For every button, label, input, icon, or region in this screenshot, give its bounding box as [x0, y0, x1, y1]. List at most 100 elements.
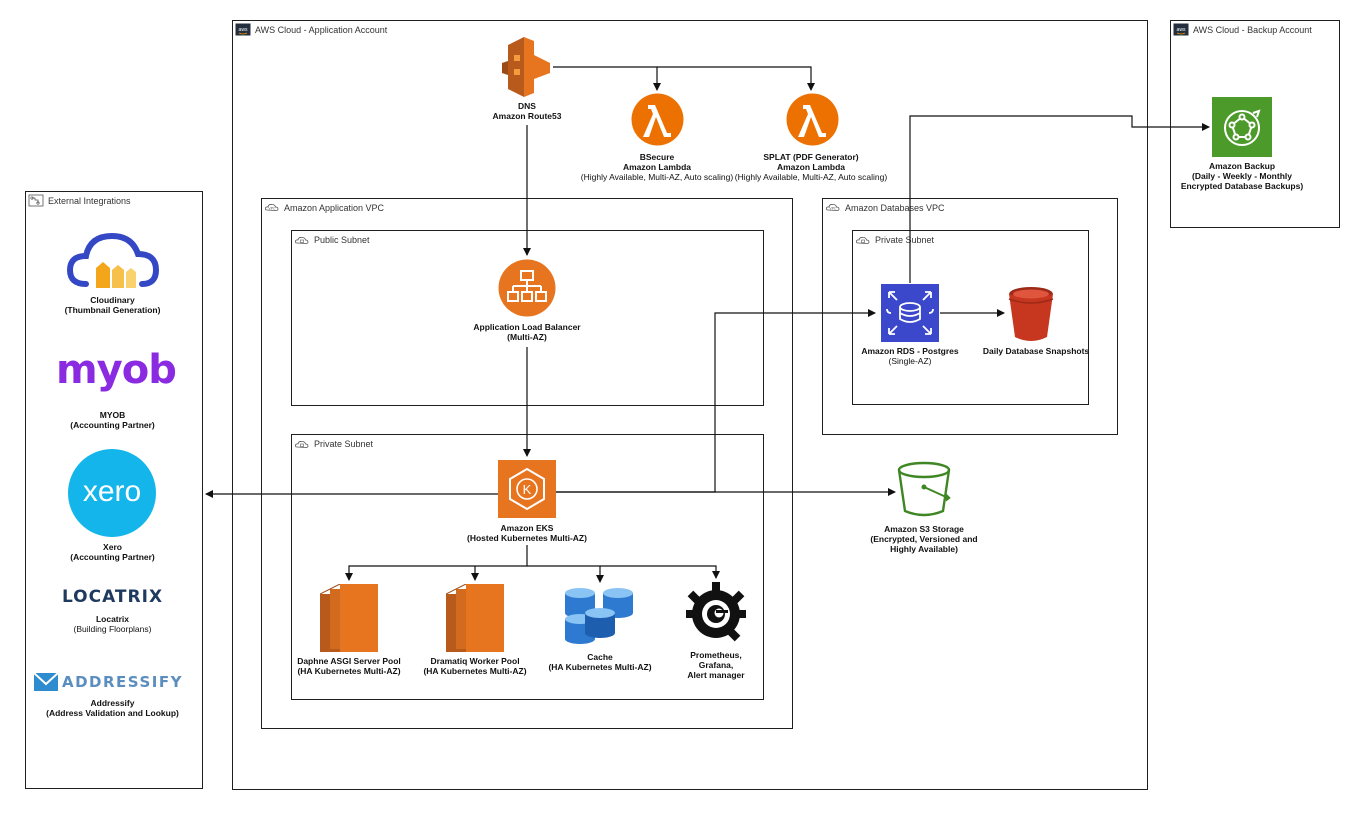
cloudinary-logo — [66, 232, 160, 288]
private-subnet-db-container: Private Subnet — [852, 230, 1089, 405]
eks-caption: Amazon EKS (Hosted Kubernetes Multi-AZ) — [447, 523, 607, 543]
daphne-title: Daphne ASGI Server Pool — [297, 656, 401, 666]
addressify-icon — [33, 672, 59, 691]
bsecure-caption: BSecure Amazon Lambda (Highly Available,… — [577, 152, 737, 182]
splat-detail: (Highly Available, Multi-AZ, Auto scalin… — [734, 172, 888, 182]
external-integrations-label: External Integrations — [48, 196, 131, 206]
splat-caption: SPLAT (PDF Generator) Amazon Lambda (Hig… — [731, 152, 891, 182]
addressify-title: Addressify — [90, 698, 135, 708]
snapshots-title: Daily Database Snapshots — [982, 346, 1090, 356]
subnet-lock-icon — [295, 441, 309, 448]
elb-icon — [498, 259, 556, 317]
subnet-lock-icon — [856, 237, 870, 244]
bsecure-detail: (Highly Available, Multi-AZ, Auto scalin… — [580, 172, 734, 182]
myob-title: MYOB — [99, 410, 126, 420]
ec2-icon — [446, 584, 504, 652]
aws-badge-icon: aws — [1173, 23, 1189, 36]
integration-group-icon — [28, 194, 44, 207]
cache-icon — [565, 588, 633, 644]
monitoring-line2: Grafana, — [698, 660, 734, 670]
edge-eks-rds — [556, 309, 876, 493]
bsecure-title: BSecure — [639, 152, 675, 162]
rds-title: Amazon RDS - Postgres — [861, 346, 959, 356]
subnet-lock-icon — [295, 237, 309, 244]
daphne-caption: Daphne ASGI Server Pool (HA Kubernetes M… — [279, 656, 419, 676]
monitoring-caption: Prometheus, Grafana, Alert manager — [656, 650, 776, 680]
snapshots-caption: Daily Database Snapshots — [981, 346, 1091, 356]
eks-icon: K — [498, 460, 556, 518]
locatrix-logo: LOCATRIX — [61, 587, 164, 607]
backup-title: Amazon Backup — [1208, 161, 1276, 171]
cloudinary-title: Cloudinary — [90, 295, 135, 305]
monitoring-line1: Prometheus, — [690, 650, 742, 660]
dramatiq-detail: (HA Kubernetes Multi-AZ) — [423, 666, 527, 676]
dramatiq-title: Dramatiq Worker Pool — [430, 656, 520, 666]
snapshot-bucket-icon — [1008, 287, 1054, 341]
backup-account-container: aws AWS Cloud - Backup Account — [1170, 20, 1340, 228]
cloudinary-detail: (Thumbnail Generation) — [64, 305, 161, 315]
edge-eks-cache — [527, 565, 604, 583]
database-vpc-container: VPC Amazon Databases VPC — [822, 198, 1118, 435]
daphne-detail: (HA Kubernetes Multi-AZ) — [297, 666, 401, 676]
xero-caption: Xero (Accounting Partner) — [44, 542, 181, 562]
vpc-icon: VPC — [265, 204, 279, 211]
cache-title: Cache — [587, 652, 613, 662]
svg-text:K: K — [523, 482, 532, 497]
cache-detail: (HA Kubernetes Multi-AZ) — [548, 662, 652, 672]
s3-title: Amazon S3 Storage — [884, 524, 964, 534]
bsecure-service: Amazon Lambda — [622, 162, 691, 172]
eks-detail: (Hosted Kubernetes Multi-AZ) — [467, 533, 587, 543]
dns-title: DNS — [518, 101, 536, 111]
application-vpc-label: Amazon Application VPC — [284, 203, 385, 213]
lambda-icon — [786, 93, 839, 146]
cache-caption: Cache (HA Kubernetes Multi-AZ) — [530, 652, 670, 672]
lambda-icon — [631, 93, 684, 146]
myob-detail: (Accounting Partner) — [70, 420, 155, 430]
vpc-icon: VPC — [826, 204, 840, 211]
xero-detail: (Accounting Partner) — [70, 552, 155, 562]
locatrix-detail: (Building Floorplans) — [73, 624, 152, 634]
dramatiq-caption: Dramatiq Worker Pool (HA Kubernetes Mult… — [405, 656, 545, 676]
app-account-container: aws AWS Cloud - Application Account — [232, 20, 1148, 790]
edge-dns-splat — [657, 66, 815, 91]
locatrix-title: Locatrix — [95, 614, 130, 624]
alb-caption: Application Load Balancer (Multi-AZ) — [457, 322, 597, 342]
private-subnet-db-label: Private Subnet — [875, 235, 935, 245]
backup-account-label: AWS Cloud - Backup Account — [1193, 25, 1312, 35]
svg-text:VPC: VPC — [268, 207, 276, 211]
eks-title: Amazon EKS — [500, 523, 554, 533]
rds-caption: Amazon RDS - Postgres (Single-AZ) — [840, 346, 980, 366]
edge-eks-monitoring — [600, 565, 720, 579]
aws-badge-text: aws — [239, 27, 248, 33]
splat-title: SPLAT (PDF Generator) — [763, 152, 859, 162]
backup-icon — [1212, 97, 1272, 157]
s3-bucket-icon — [897, 461, 951, 517]
addressify-caption: Addressify (Address Validation and Looku… — [44, 698, 181, 718]
s3-detail-2: Highly Available) — [890, 544, 958, 554]
rds-detail: (Single-AZ) — [888, 356, 932, 366]
svg-text:VPC: VPC — [829, 207, 837, 211]
backup-detail-2: Encrypted Database Backups) — [1180, 181, 1304, 191]
addressify-detail: (Address Validation and Lookup) — [46, 708, 179, 718]
backup-detail-1: (Daily - Weekly - Monthly — [1192, 171, 1292, 181]
edge-rds-backup — [909, 115, 1210, 283]
database-vpc-label: Amazon Databases VPC — [845, 203, 945, 213]
s3-caption: Amazon S3 Storage (Encrypted, Versioned … — [854, 524, 994, 554]
grafana-icon — [686, 582, 746, 642]
splat-service: Amazon Lambda — [776, 162, 845, 172]
alb-title: Application Load Balancer — [473, 322, 581, 332]
route53-icon — [502, 37, 550, 97]
locatrix-caption: Locatrix (Building Floorplans) — [44, 614, 181, 634]
backup-caption: Amazon Backup (Daily - Weekly - Monthly … — [1172, 161, 1312, 191]
edge-dns-bsecure — [553, 66, 661, 91]
public-subnet-label: Public Subnet — [314, 235, 370, 245]
s3-detail-1: (Encrypted, Versioned and — [870, 534, 978, 544]
monitoring-line3: Alert manager — [687, 670, 745, 680]
private-subnet-app-label: Private Subnet — [314, 439, 374, 449]
app-account-label: AWS Cloud - Application Account — [255, 25, 388, 35]
xero-logo: xero — [68, 449, 156, 537]
dns-subtitle: Amazon Route53 — [492, 111, 562, 121]
addressify-logo: ADDRESSIFY — [62, 673, 183, 691]
external-integrations-container: External Integrations — [25, 191, 203, 789]
